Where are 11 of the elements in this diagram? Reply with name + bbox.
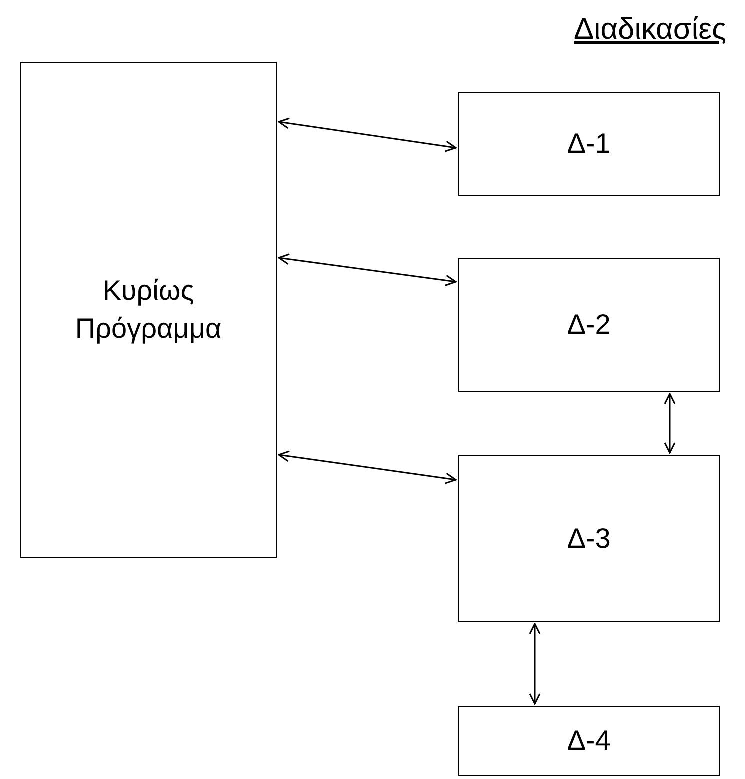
- double-arrow: [278, 254, 457, 286]
- process-box: Κυρίως Πρόγραμμα: [20, 62, 277, 558]
- process-box: Δ-2: [458, 258, 720, 392]
- double-arrow: [664, 393, 676, 454]
- double-arrow: [278, 118, 457, 152]
- process-box: Δ-3: [458, 455, 720, 622]
- heading: Διαδικασίες: [574, 12, 726, 48]
- process-box: Δ-4: [458, 706, 720, 776]
- double-arrow: [529, 623, 541, 705]
- double-arrow: [278, 450, 457, 484]
- process-box: Δ-1: [458, 92, 720, 196]
